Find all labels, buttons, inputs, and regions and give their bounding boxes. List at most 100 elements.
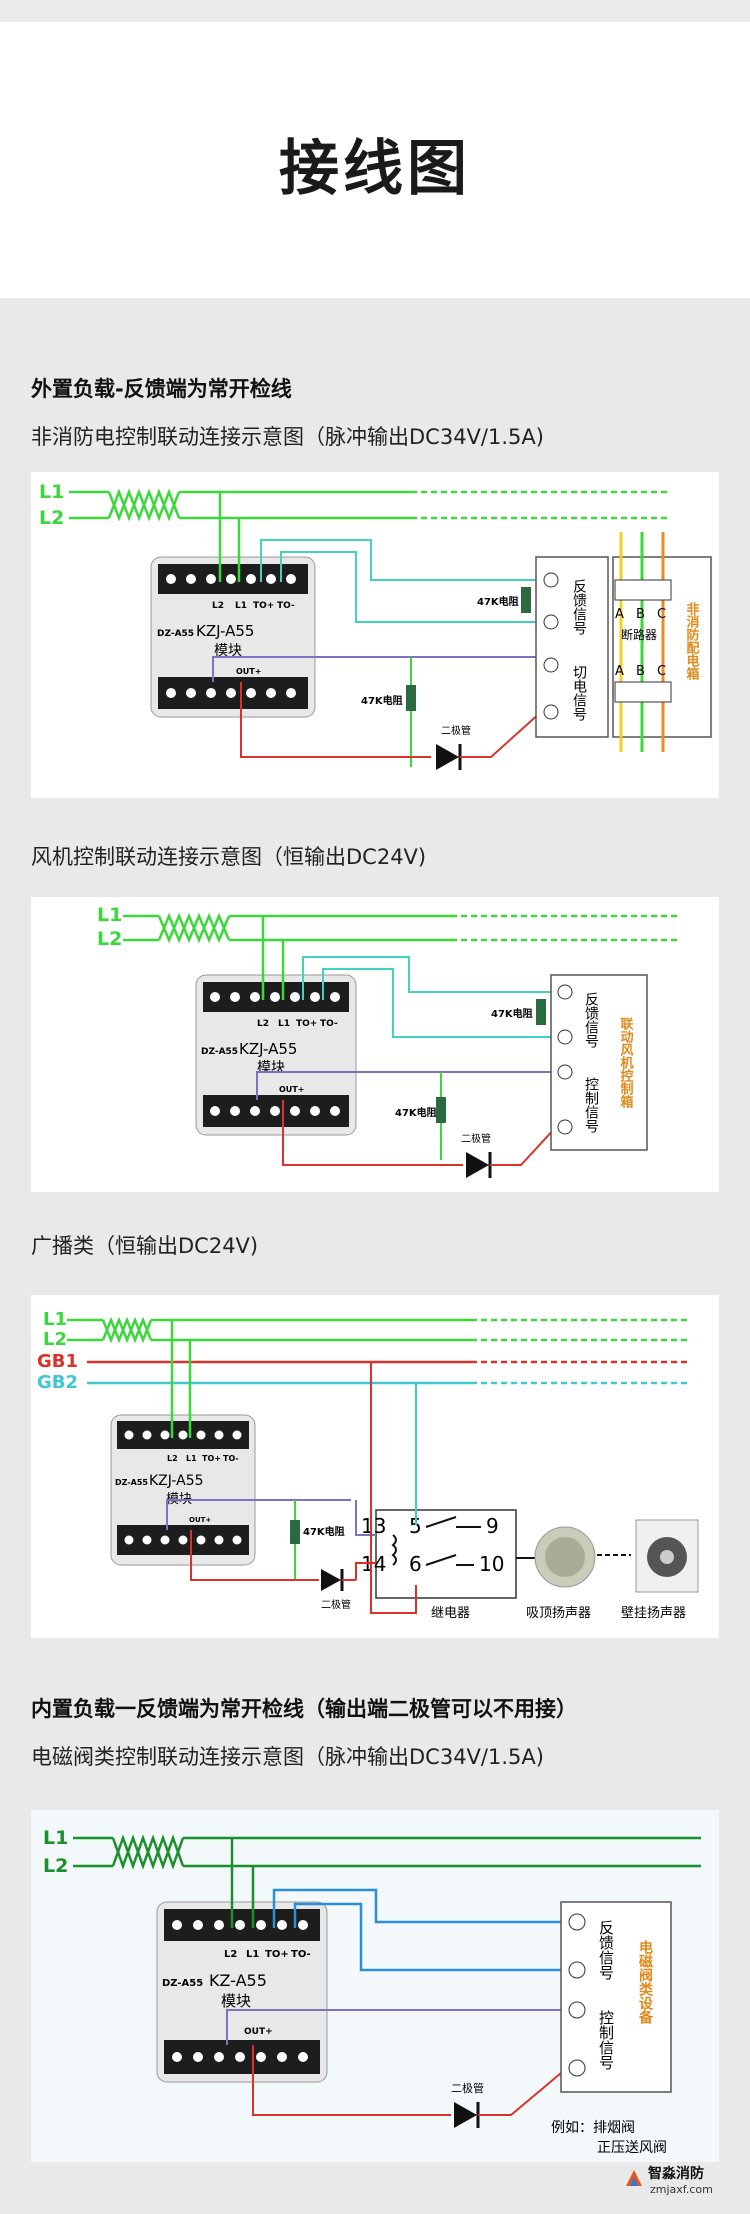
term-l1: L1	[246, 1949, 259, 1960]
term-out-pos: OUT+	[244, 2027, 273, 2037]
diagram-fan-control-svg: L1 L2 L2 L1 TO+ TO- DZ-A55 KZJ-A55 模块 OU…	[97, 904, 681, 1178]
diode-label: 二极管	[321, 1598, 351, 1611]
term-l1: L1	[235, 601, 247, 611]
diagram-fan-control: L1 L2 L2 L1 TO+ TO- DZ-A55 KZJ-A55 模块 OU…	[31, 897, 719, 1192]
breaker-c-upper: C	[657, 607, 666, 622]
wall-speaker-dust-cap	[660, 1550, 674, 1564]
module-brand: DZ-A55	[162, 1978, 203, 1989]
term-l2: L2	[212, 601, 224, 611]
breaker-a-upper: A	[615, 607, 624, 622]
module-name: 模块	[221, 1992, 251, 2010]
bus-label-l1: L1	[97, 904, 122, 926]
caption-broadcast: 广播类（恒输出DC24V)	[31, 1234, 259, 1258]
term-to-neg: TO-	[223, 1454, 239, 1463]
wire-output-neg	[256, 1071, 556, 1100]
resistor-out-label: 47K电阻	[361, 694, 403, 707]
twisted-pair-b	[157, 912, 231, 944]
fan-box-terminals	[557, 984, 573, 1135]
valve-box-terminals	[568, 1913, 586, 2077]
section-heading-internal-load: 内置负载一反馈端为常开检线（输出端二极管可以不用接）	[31, 1697, 577, 1721]
control-signal-label: 控制信号	[583, 1077, 599, 1133]
diode-label: 二极管	[441, 724, 471, 737]
wire-gb1-relay	[370, 1362, 417, 1614]
bus-label-l1: L1	[43, 1309, 67, 1330]
cut-power-signal-label: 切电信号	[571, 665, 587, 721]
resistor-out	[290, 1520, 300, 1544]
breaker-label: 断路器	[621, 627, 657, 642]
breaker-b-lower: B	[636, 664, 645, 679]
bus-label-l1: L1	[39, 481, 64, 503]
wire-output-pos	[282, 1100, 463, 1166]
breaker-lower	[614, 681, 672, 703]
diode-symbol	[321, 1569, 341, 1591]
resistor-feedback	[521, 587, 531, 613]
term-to-pos: TO+	[296, 1019, 317, 1029]
diode-symbol	[466, 1152, 489, 1178]
brand-logo-url: zmjaxf.com	[650, 2183, 713, 2196]
brand-logo-name: 智淼消防	[648, 2166, 704, 2182]
bus-label-l2: L2	[97, 928, 122, 950]
relay-9: 9	[486, 1514, 499, 1538]
term-out-pos: OUT+	[279, 1085, 304, 1094]
control-signal-label: 控制信号	[597, 2010, 615, 2071]
bus-label-l2: L2	[43, 1855, 68, 1877]
caption-fan-control: 风机控制联动连接示意图（恒输出DC24V)	[31, 845, 427, 869]
feedback-signal-label: 反馈信号	[571, 579, 587, 635]
term-out-pos: OUT+	[236, 667, 261, 676]
resistor-out-label: 47K电阻	[395, 1106, 437, 1119]
term-to-pos: TO+	[265, 1949, 289, 1960]
wire-feedback-neg	[280, 551, 541, 623]
relay-switch-lower	[425, 1554, 457, 1566]
feedback-signal-label: 反馈信号	[597, 1920, 615, 1981]
diagram-broadcast-svg: L1 L2 GB1 GB2 L2 L1 TO+ TO- DZ-A55 KZJ-A…	[37, 1309, 699, 1621]
relay-coil	[391, 1534, 397, 1566]
breaker-b-upper: B	[636, 607, 645, 622]
module-model: KZ-A55	[209, 1971, 267, 1990]
wall-speaker-label: 壁挂扬声器	[621, 1606, 686, 1621]
diode-label: 二极管	[461, 1132, 491, 1145]
wire-diode-to-box	[460, 711, 542, 758]
bus-label-l2: L2	[43, 1329, 67, 1350]
diagram-broadcast: L1 L2 GB1 GB2 L2 L1 TO+ TO- DZ-A55 KZJ-A…	[31, 1295, 719, 1638]
wire-output-neg	[166, 1499, 351, 1530]
term-to-neg: TO-	[320, 1019, 338, 1029]
wire-diode-to-box	[478, 2067, 568, 2116]
resistor-feedback-label: 47K电阻	[477, 595, 519, 608]
resistor-feedback-label: 47K电阻	[491, 1007, 533, 1020]
wire-feedback-pos	[302, 956, 556, 1000]
term-l2: L2	[167, 1454, 178, 1463]
diode-label: 二极管	[451, 2081, 484, 2095]
diagram-non-fire-control: L1 L2 L2 L1 TO+ TO- DZ-A55 KZJ-A55 模块 OU…	[31, 472, 719, 798]
module-body	[156, 1901, 328, 2083]
brand-logo-icon	[626, 2170, 642, 2186]
module-brand: DZ-A55	[201, 1047, 238, 1057]
section-heading-external-load: 外置负载-反馈端为常开检线	[31, 377, 292, 401]
twisted-pair-b	[107, 488, 181, 522]
module-name: 模块	[257, 1060, 285, 1076]
terminal-screws	[166, 574, 296, 698]
module-model: KZJ-A55	[239, 1040, 297, 1058]
resistor-out-label: 47K电阻	[303, 1525, 345, 1538]
wire-relay-pos	[355, 1562, 376, 1580]
signal-box	[535, 556, 609, 738]
bus-label-gb2: GB2	[37, 1372, 78, 1393]
twisted-pair-b	[111, 1834, 185, 1870]
relay-label: 继电器	[431, 1606, 470, 1621]
term-to-neg: TO-	[291, 1949, 311, 1960]
relay-10: 10	[479, 1552, 504, 1576]
breaker-a-lower: A	[615, 664, 624, 679]
wire-output-pos	[190, 1530, 319, 1581]
caption-solenoid-valve: 电磁阀类控制联动连接示意图（脉冲输出DC34V/1.5A)	[31, 1745, 544, 1769]
module-name: 模块	[214, 643, 242, 659]
term-l1: L1	[278, 1019, 290, 1029]
module-model: KZJ-A55	[196, 622, 254, 640]
wire-relay-neg	[355, 1500, 376, 1536]
ceiling-speaker-cone	[545, 1537, 585, 1577]
top-band	[0, 0, 750, 22]
diode-symbol	[436, 744, 459, 770]
bus-label-l2: L2	[39, 507, 64, 529]
terminal-screws	[172, 1920, 308, 2062]
wire-feedback-neg	[322, 968, 556, 1038]
feedback-signal-label: 反馈信号	[583, 992, 599, 1048]
bus-label-l1: L1	[43, 1827, 68, 1849]
